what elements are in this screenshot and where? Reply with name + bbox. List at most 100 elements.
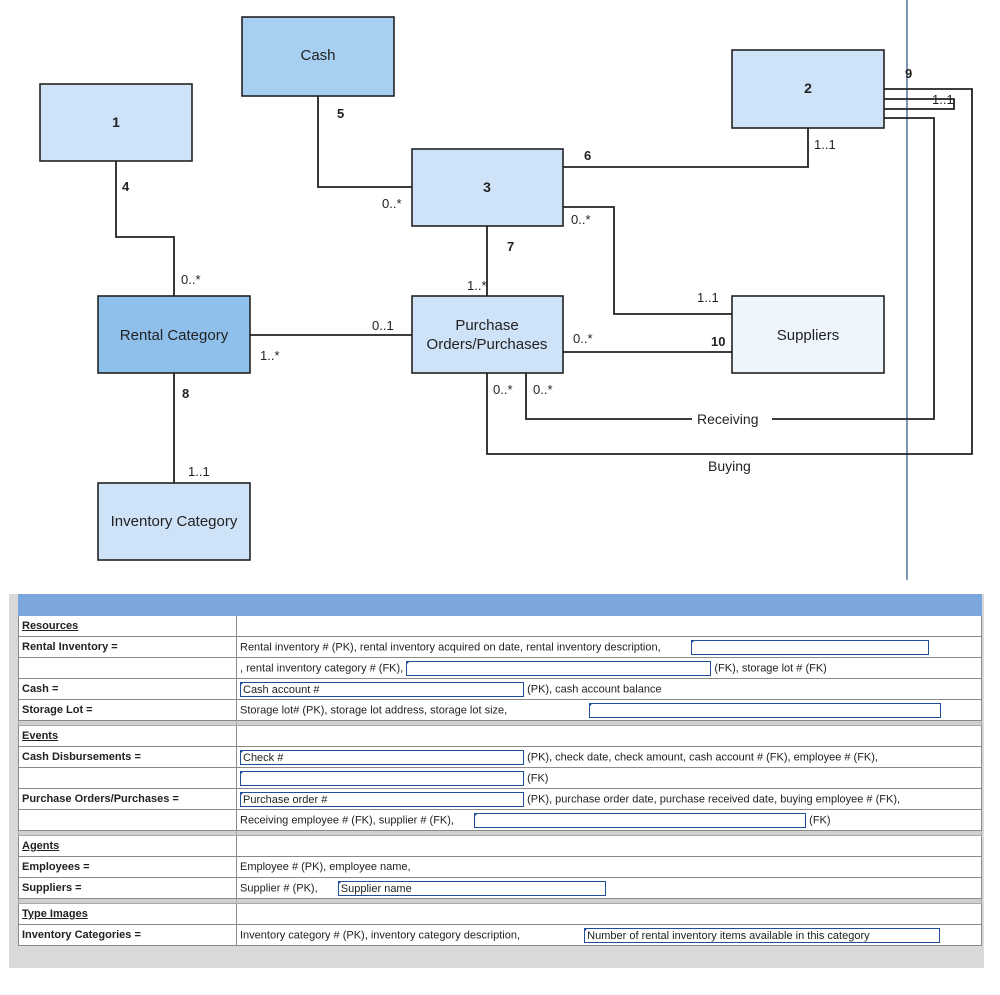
input-box[interactable]: Check # [240,749,524,765]
entity-cash: Cash [241,16,395,97]
entity-2: 2 [731,49,885,129]
table-row: Storage Lot = Storage lot# (PK), storage… [18,699,982,721]
mult-cash-e3: 0..* [382,196,402,211]
entity-1: 1 [39,83,193,162]
rel-number-6: 6 [584,148,591,163]
svg-text:Rental Category: Rental Category [120,327,229,344]
row-label: Cash = [18,678,237,700]
table-row: Inventory Categories = Inventory categor… [18,924,982,946]
mult-purchase-suppliers: 0..* [573,331,593,346]
mult-rental-right: 0..1 [372,318,394,333]
svg-text:Orders/Purchases: Orders/Purchases [427,336,548,353]
input-box[interactable] [406,660,712,676]
table-row: Receiving employee # (FK), supplier # (F… [18,809,982,831]
mult-suppliers-top: 1..1 [697,290,719,305]
mult-receiving-b: 0..* [533,382,553,397]
rel-number-9: 9 [905,66,912,81]
entity-inventory-category: Inventory Category [97,482,251,561]
svg-text:Inventory Category: Inventory Category [111,513,238,530]
table-row: Rental Inventory = Rental inventory # (P… [18,636,982,658]
input-box[interactable] [690,639,929,655]
erd-diagram: Cash 1 2 3 Rental Category Purchase Orde… [39,0,973,580]
line-receiving-left [525,373,692,420]
mult-e2-right: 1..1 [932,92,954,107]
row-text: , rental inventory category # (FK), [240,661,404,674]
section-title: Resources [22,620,79,632]
table-row: Suppliers = Supplier # (PK), Supplier na… [18,877,982,899]
line-cash-e3 [317,96,412,188]
row-text: Receiving employee # (FK), supplier # (F… [240,813,454,826]
mult-rental-left: 1..* [260,348,280,363]
line-relationship-9 [884,98,955,110]
svg-text:3: 3 [483,179,491,195]
entity-purchase-orders: Purchase Orders/Purchases [411,295,564,374]
line-e3-suppliers [563,206,732,315]
svg-text:1: 1 [112,114,120,130]
rel-number-10: 10 [711,334,725,349]
mult-e1-rental: 0..* [181,272,201,287]
input-box[interactable] [589,702,942,718]
section-title: Type Images [22,908,88,920]
section-title: Events [22,730,59,742]
line-buying [486,88,973,455]
section-events: Events [18,725,982,747]
row-text: (FK) [809,813,831,826]
row-text: Employee # (PK), employee name, [240,861,411,873]
schema-table: Resources Rental Inventory = Rental inve… [18,594,982,946]
row-text: (PK), check date, check amount, cash acc… [527,750,878,763]
row-text: Inventory category # (PK), inventory cat… [240,928,521,941]
label-buying: Buying [708,458,751,474]
mult-rental-inventory: 1..1 [188,464,210,479]
row-label: Rental Inventory = [18,636,237,658]
svg-text:Purchase: Purchase [455,317,518,334]
label-receiving: Receiving [697,411,758,427]
section-type-images: Type Images [18,903,982,925]
line-e1-rental [115,161,175,296]
input-box[interactable]: Cash account # [240,681,524,697]
table-row: Employees = Employee # (PK), employee na… [18,856,982,878]
row-text: Supplier # (PK), [240,881,318,894]
section-agents: Agents [18,835,982,857]
table-row: Cash Disbursements = Check # (PK), check… [18,746,982,768]
mult-e3-e2: 1..1 [814,137,836,152]
row-text: (FK) [527,771,549,784]
row-text: (FK), storage lot # (FK) [714,661,827,674]
svg-text:2: 2 [804,80,812,96]
row-label: Inventory Categories = [18,924,237,946]
schema-table-container: Resources Rental Inventory = Rental inve… [9,594,984,968]
rel-number-8: 8 [182,386,189,401]
table-row: (FK) [18,767,982,789]
input-box[interactable]: Number of rental inventory items availab… [584,927,941,943]
entity-3: 3 [411,148,564,227]
input-box[interactable]: Supplier name [337,880,606,896]
table-row: Purchase Orders/Purchases = Purchase ord… [18,788,982,810]
mult-e3-suppliers: 0..* [571,212,591,227]
mult-receiving-a: 0..* [493,382,513,397]
rel-number-5: 5 [337,106,344,121]
line-e3-e2 [563,128,809,168]
row-text: Rental inventory # (PK), rental inventor… [240,640,661,653]
table-row: , rental inventory category # (FK), (FK)… [18,657,982,679]
row-text: Storage lot# (PK), storage lot address, … [240,703,508,716]
rel-number-4: 4 [122,179,130,194]
row-label: Purchase Orders/Purchases = [18,788,237,810]
relationship-lines [115,88,973,483]
section-resources: Resources [18,615,982,637]
input-box[interactable] [240,770,524,786]
svg-text:Cash: Cash [300,47,335,64]
row-label: Suppliers = [18,877,237,899]
line-receiving-right [772,117,935,420]
entity-suppliers: Suppliers [731,295,885,374]
input-box[interactable]: Purchase order # [240,791,524,807]
svg-text:Suppliers: Suppliers [777,327,840,344]
row-text: (PK), cash account balance [527,682,662,695]
section-title: Agents [22,840,60,852]
row-label: Employees = [18,856,237,878]
row-label: Cash Disbursements = [18,746,237,768]
mult-e3-purchase: 1..* [467,278,487,293]
row-text: (PK), purchase order date, purchase rece… [527,792,901,805]
input-box[interactable] [474,812,807,828]
rel-number-7: 7 [507,239,514,254]
table-header-row [18,594,982,616]
table-row: Cash = Cash account # (PK), cash account… [18,678,982,700]
